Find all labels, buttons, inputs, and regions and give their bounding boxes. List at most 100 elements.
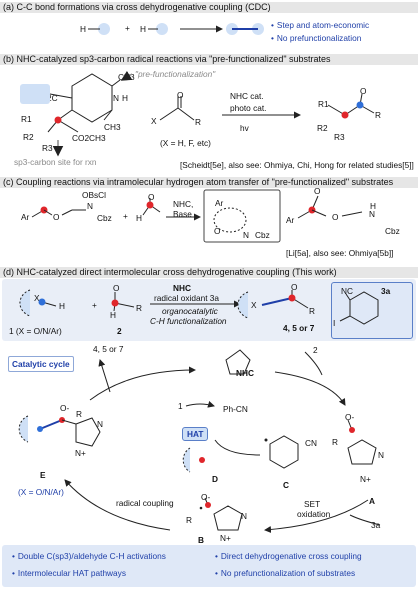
c-ts-box	[203, 189, 281, 243]
c-cbz: Cbz	[97, 213, 112, 223]
d-sub-blue-dot	[38, 298, 46, 306]
c-plus: +	[123, 211, 128, 221]
cycle-e-nplus: N+	[75, 448, 86, 458]
c-prod-cbz: Cbz	[385, 226, 400, 236]
cycle-arc	[274, 371, 346, 406]
summary-left-1: Double C(sp3)/aldehyde C-H activations	[12, 551, 166, 561]
cycle-b-n: N	[241, 511, 247, 521]
cycle-c-dot	[264, 438, 268, 442]
d-cond-oxidant: radical oxidant 3a	[154, 293, 220, 303]
b-r1: R1	[21, 114, 32, 124]
c-ald-red-dot	[146, 201, 154, 209]
d-plus: +	[92, 300, 97, 310]
c-ts-o: O	[214, 226, 221, 236]
cycle-a-r: R	[332, 437, 338, 447]
d-ald-label: 2	[117, 326, 122, 336]
c-ar: Ar	[21, 212, 30, 222]
cycle-b-ring	[213, 505, 243, 531]
section-a-title: (a) C-C bond formations via cross dehydr…	[3, 2, 271, 12]
cycle-b-red-dot	[205, 502, 211, 508]
b-prod-r2: R2	[317, 123, 328, 133]
cycle-hat: HAT	[182, 427, 209, 441]
c-prod-o: O	[332, 212, 339, 222]
b-prod-red-dot	[341, 111, 349, 119]
cycle-e-ominus: O-	[60, 403, 70, 413]
b-sp3-red-dot	[54, 116, 62, 124]
b-prod-blue-dot	[356, 101, 364, 109]
b-nh-n: N	[113, 93, 119, 103]
cycle-a-n: N	[378, 450, 384, 460]
cycle-input-2: 2	[313, 345, 318, 355]
b-cond-nhc: NHC cat.	[230, 91, 264, 101]
c-obs: OBsCl	[82, 190, 106, 200]
cycle-product-out: 4, 5 or 7	[93, 344, 124, 354]
summary-left-2: Intermolecular HAT pathways	[12, 568, 126, 578]
d-prod-red-dot	[288, 294, 296, 302]
cycle-c-ring	[269, 435, 299, 469]
b-prod-r1: R1	[318, 99, 329, 109]
c-reference: [Li[5a], also see: Ohmiya[5b]]	[286, 248, 394, 258]
a-point-2: No prefunctionalization	[271, 33, 361, 43]
b-prod-o: O	[360, 86, 367, 96]
cycle-d-ring	[182, 447, 191, 473]
b-sp3-note: sp3-carbon site for rxn	[14, 157, 97, 167]
cycle-cn-c: CN	[305, 438, 317, 448]
d-prod-o: O	[291, 282, 298, 292]
c-cond-nhc: NHC,	[173, 199, 194, 209]
c-ts-ar: Ar	[215, 198, 224, 208]
d-3a-i: I	[333, 318, 336, 328]
b-ald-r: R	[195, 117, 201, 127]
d-3a-label: 3a	[381, 286, 391, 296]
cycle-radical-coupling: radical coupling	[116, 498, 174, 508]
b-prefunc-arrow	[120, 70, 133, 81]
cycle-set-2: oxidation	[297, 509, 331, 519]
b-hantzsch-box	[20, 84, 50, 104]
cycle-b-nplus: N+	[220, 533, 231, 543]
d-h: H	[59, 301, 65, 311]
cycle-label-b: B	[198, 535, 204, 545]
cycle-b-r: R	[186, 515, 192, 525]
summary-right-1: Direct dehydrogenative cross coupling	[215, 551, 362, 561]
cycle-nhc-ring	[225, 349, 251, 375]
d-cond-line2: C-H functionalization	[150, 316, 227, 326]
b-prod-r3: R3	[334, 132, 345, 142]
b-ald-o: O	[177, 90, 184, 100]
a-h1: H	[80, 24, 86, 34]
cycle-e-blue-dot	[37, 426, 43, 432]
b-reference: [Scheidt[5e], also see: Ohmiya, Chi, Hon…	[180, 160, 414, 170]
section-c-title: (c) Coupling reactions via intramolecula…	[3, 177, 394, 187]
b-r3: R3	[42, 143, 53, 153]
d-prod-x: X	[251, 300, 257, 310]
cycle-b-ominus: O-	[201, 492, 211, 502]
cycle-e-ring	[18, 415, 29, 443]
section-a-bar	[0, 2, 418, 13]
c-ts-cbz: Cbz	[255, 230, 270, 240]
d-cond-nhc: NHC	[173, 283, 191, 293]
cycle-e-azolium	[75, 417, 101, 447]
summary-right-2: No prefunctionalization of substrates	[215, 568, 355, 578]
b-prefunc-label: "pre-functionalization"	[135, 69, 216, 79]
a-blue-bubble-2	[156, 23, 168, 35]
cycle-nhc: NHC	[236, 368, 254, 378]
cycle-label-a: A	[369, 496, 375, 506]
d-sub-label: 1 (X = O/N/Ar)	[9, 326, 62, 336]
cycle-input-1: 1	[178, 401, 183, 411]
cycle-a-nplus: N+	[360, 474, 371, 484]
d-ald-h: H	[110, 310, 116, 320]
d-cond-line1: organocatalytic	[162, 306, 218, 316]
section-c-bar	[0, 177, 418, 188]
cycle-set-1: SET	[304, 499, 321, 509]
c-prod-n: N	[369, 209, 375, 219]
d-ald-red-dot	[111, 299, 119, 307]
section-b-title: (b) NHC-catalyzed sp3-carbon radical rea…	[3, 54, 331, 64]
c-ts-n: N	[243, 230, 249, 240]
cycle-a-ominus: O-	[345, 412, 355, 422]
a-plus: +	[125, 23, 130, 33]
c-ald-h: H	[136, 213, 142, 223]
c-ald-o: O	[148, 192, 155, 202]
d-ald-r: R	[136, 303, 142, 313]
d-prod-label: 4, 5 or 7	[283, 323, 315, 333]
d-3a-nc: NC	[341, 286, 353, 296]
d-x: X	[34, 293, 40, 303]
